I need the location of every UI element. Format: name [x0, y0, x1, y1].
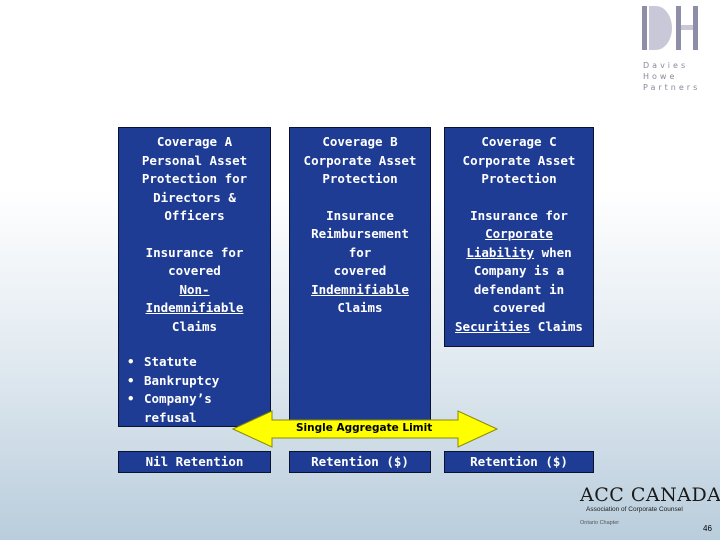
title-line: Protection for — [141, 171, 248, 186]
list-item: • Statute — [127, 353, 267, 372]
desc-text: Claims — [530, 318, 583, 334]
desc-line: Insurance for — [470, 207, 568, 223]
retention-bar-b: Retention ($) — [289, 451, 431, 473]
single-aggregate-limit-label: Single Aggregate Limit — [296, 422, 433, 434]
logo-line: Howe — [643, 72, 678, 81]
coverage-a-description: Insurance for covered Non- Indemnifiable… — [119, 244, 270, 337]
double-arrow-icon — [232, 410, 498, 448]
desc-line: Insurance for — [145, 244, 244, 260]
bullet-text: Statute — [144, 354, 197, 369]
title-line: Officers — [164, 208, 225, 223]
davies-howe-logo-icon — [642, 6, 698, 50]
desc-line: covered — [168, 263, 221, 278]
bullet-icon: • — [127, 354, 135, 369]
desc-line: Indemnifiable — [145, 300, 244, 315]
desc-line: Reimbursement — [311, 226, 409, 241]
acc-logo-subtitle: Association of Corporate Counsel — [586, 506, 683, 513]
logo-text: Davies Howe Partners — [643, 60, 719, 93]
page-number: 46 — [703, 524, 712, 533]
desc-line: Insurance — [326, 207, 394, 223]
list-item: • Bankruptcy — [127, 372, 267, 391]
acc-logo-chapter: Ontario Chapter — [580, 520, 620, 526]
desc-line: Claims — [171, 318, 218, 334]
coverage-c-title: Coverage C Corporate Asset Protection — [445, 133, 593, 189]
retention-bar-c: Retention ($) — [444, 451, 594, 473]
desc-line: covered — [492, 300, 546, 315]
title-line: Corporate Asset — [462, 152, 576, 168]
desc-line: Securities Claims — [445, 318, 593, 337]
acc-logo-name: ACC CANADA — [580, 484, 720, 506]
title-line: Corporate Asset — [303, 152, 417, 168]
title-line: Directors & — [153, 189, 236, 205]
desc-line: defendant in — [473, 281, 565, 297]
title-line: Coverage B — [322, 134, 398, 149]
logo-line: Partners — [643, 83, 701, 92]
bullet-text: Bankruptcy — [144, 372, 220, 388]
coverage-c-box: Coverage C Corporate Asset Protection In… — [444, 127, 594, 347]
desc-line: covered — [333, 263, 387, 278]
title-line: Coverage C — [481, 134, 557, 149]
coverage-a-title: Coverage A Personal Asset Protection for… — [119, 133, 270, 226]
title-line: Protection — [322, 171, 398, 186]
title-line: Protection — [481, 171, 557, 186]
logo-line: Davies — [643, 61, 689, 70]
bullet-icon: • — [127, 372, 135, 388]
desc-underlined-text: Liability — [466, 244, 535, 260]
retention-bar-a: Nil Retention — [118, 451, 271, 473]
desc-line: Non- — [179, 281, 210, 297]
bullet-icon: • — [127, 391, 135, 406]
coverage-a-bullet-list: • Statute • Bankruptcy • Company’s refus… — [127, 353, 267, 427]
desc-line: Indemnifiable — [311, 281, 409, 297]
desc-line: Company is a — [473, 263, 565, 278]
desc-line: for — [348, 244, 372, 260]
list-item: • Company’s refusal — [127, 390, 267, 427]
acc-canada-logo: ACC CANADA Association of Corporate Coun… — [580, 484, 720, 540]
desc-text: when — [534, 244, 572, 260]
desc-line: Claims — [337, 300, 383, 315]
coverage-a-box: Coverage A Personal Asset Protection for… — [118, 127, 271, 427]
title-line: Coverage A — [156, 134, 233, 149]
coverage-b-description: Insurance Reimbursement for covered Inde… — [290, 207, 430, 318]
desc-line: Liability when — [445, 244, 593, 263]
desc-underlined-text: Securities — [455, 318, 531, 334]
coverage-b-box: Coverage B Corporate Asset Protection In… — [289, 127, 431, 427]
coverage-b-title: Coverage B Corporate Asset Protection — [290, 133, 430, 189]
bullet-text: Company’s refusal — [144, 391, 212, 425]
desc-line: Corporate — [485, 226, 553, 241]
coverage-c-description: Insurance for Corporate Liability when C… — [445, 207, 593, 337]
title-line: Personal Asset — [141, 152, 248, 168]
